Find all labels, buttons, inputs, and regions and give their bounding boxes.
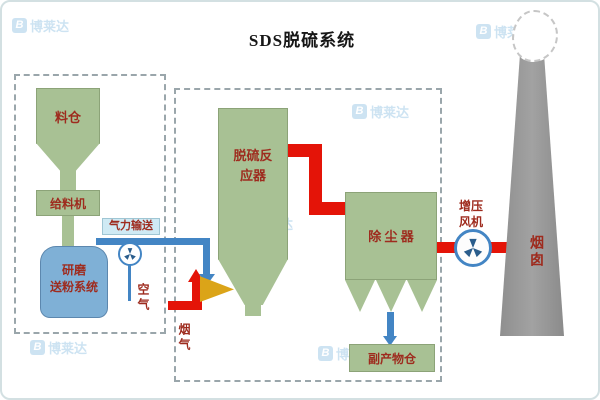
booster-fan-label-line2: 风机 <box>458 215 483 230</box>
reactor-label-line1: 脱硫反 <box>233 148 273 163</box>
pneumatic-conveying-tag: 气力输送 <box>102 218 160 235</box>
flue-gas-pipe-vertical <box>192 282 201 310</box>
reactor-out-pipe-vertical <box>309 144 322 215</box>
booster-fan <box>454 229 492 267</box>
brand-logo-icon: B <box>352 104 367 119</box>
reactor-outlet-stub <box>245 304 261 316</box>
mill-label: 研磨 <box>61 263 86 277</box>
brand-logo-icon: B <box>12 18 27 33</box>
brand-text: 博莱达 <box>48 341 88 356</box>
air-intake-line <box>128 265 131 301</box>
reactor-label: 脱硫反 应器 <box>218 146 288 185</box>
feeder-outlet-pipe <box>62 216 74 248</box>
page-title: SDS脱硫系统 <box>248 31 356 50</box>
byproduct-silo: 副产物仓 <box>349 344 435 372</box>
chimney-label: 烟囱 <box>528 235 543 269</box>
reactor-out-pipe-h2 <box>309 202 347 215</box>
pneumatic-pipe-horizontal <box>96 238 210 245</box>
brand-logo-icon: B <box>318 346 333 361</box>
feeder-label: 给料机 <box>49 196 86 211</box>
smoke-cloud <box>512 10 558 62</box>
watermark: B 博莱达 <box>12 16 69 35</box>
byproduct-pipe <box>387 312 394 338</box>
feeder: 给料机 <box>36 190 100 216</box>
pneumatic-conveying-label: 气力输送 <box>109 220 153 232</box>
brand-logo-icon: B <box>30 340 45 355</box>
watermark: B 博莱达 <box>352 102 409 121</box>
arrow-down-icon <box>383 336 397 346</box>
reactor-label-line2: 应器 <box>239 167 266 183</box>
booster-fan-label-line1: 增压 <box>458 199 483 213</box>
powder-prep-group-box <box>14 74 166 334</box>
flue-gas-pipe-horizontal <box>168 301 202 310</box>
chimney <box>500 56 564 336</box>
dust-collector-label: 除 尘 器 <box>368 229 414 244</box>
pneumatic-pipe-vertical <box>203 238 210 276</box>
booster-fan-label: 增压 风机 <box>442 198 500 230</box>
brand-logo-icon: B <box>476 24 491 39</box>
brand-text: 博莱达 <box>30 19 70 34</box>
brand-text: 博莱达 <box>370 105 410 120</box>
silo-outlet-neck <box>60 170 76 192</box>
fan-blades-icon <box>463 238 483 258</box>
flue-gas-label: 烟气 <box>177 323 191 353</box>
dc-to-fan-pipe <box>437 242 457 253</box>
air-label: 空气 <box>136 283 150 313</box>
material-silo: 料仓 <box>36 88 100 144</box>
reactor-body <box>218 108 288 260</box>
byproduct-silo-label: 副产物仓 <box>367 351 416 366</box>
air-blower <box>118 242 142 266</box>
fan-blades-icon <box>124 248 136 260</box>
mill-powder-tank: 研磨 送粉系统 <box>40 246 108 318</box>
watermark: B 博莱达 <box>30 338 87 357</box>
powder-system-label: 送粉系统 <box>49 280 98 294</box>
reaction-group-box <box>174 88 442 382</box>
material-silo-label: 料仓 <box>54 109 81 125</box>
fan-to-chimney-pipe <box>490 242 516 253</box>
dust-collector-body <box>345 192 437 280</box>
